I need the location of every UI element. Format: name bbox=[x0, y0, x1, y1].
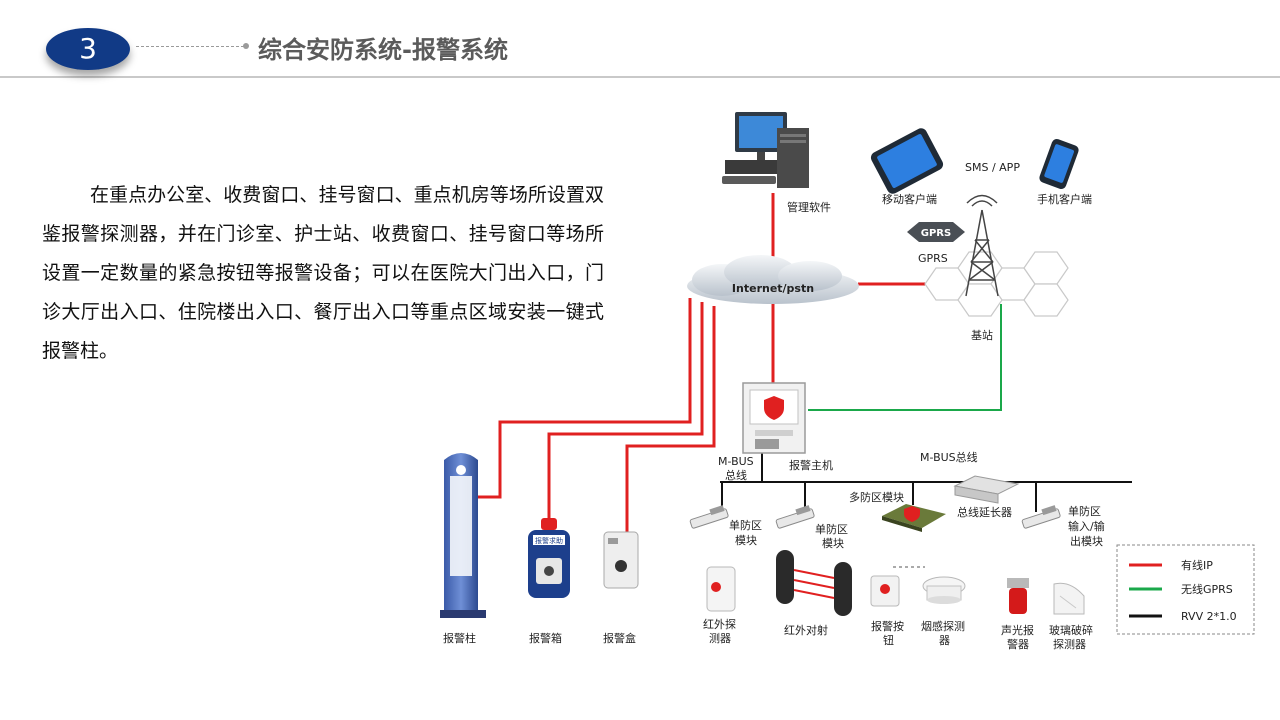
alarm-case-label: 报警盒 bbox=[603, 631, 636, 645]
alarm-host-icon bbox=[742, 382, 806, 454]
glass-break-label-1: 玻璃破碎 bbox=[1049, 623, 1093, 637]
management-software-label: 管理软件 bbox=[787, 200, 831, 214]
phone-client-label: 手机客户端 bbox=[1037, 192, 1092, 206]
legend-label-wired-ip: 有线IP bbox=[1181, 558, 1213, 572]
ir-detector-icon bbox=[706, 566, 736, 612]
io-module-label-3: 出模块 bbox=[1070, 534, 1103, 548]
gprs-label: GPRS bbox=[918, 252, 948, 265]
title-connector-dot bbox=[243, 43, 249, 49]
legend: 有线IP 无线GPRS RVV 2*1.0 bbox=[1116, 544, 1255, 635]
mbus-bus-label: M-BUS总线 bbox=[920, 450, 978, 464]
smoke-detector-label-1: 烟感探测 bbox=[921, 619, 965, 633]
alarm-box-label: 报警箱 bbox=[529, 631, 562, 645]
legend-label-gprs: 无线GPRS bbox=[1181, 582, 1233, 596]
single-zone-module-2-icon bbox=[775, 505, 815, 529]
bus-extender-label: 总线延长器 bbox=[957, 505, 1012, 519]
alarm-case-icon bbox=[603, 531, 639, 589]
multi-zone-module-icon bbox=[882, 504, 946, 532]
single-zone-module-1-label-2: 模块 bbox=[735, 534, 757, 547]
mbus-trunk-label-1: M-BUS bbox=[718, 455, 754, 468]
smoke-detector-icon bbox=[922, 576, 966, 604]
bus-extender-icon bbox=[953, 475, 1020, 504]
post-ip-line bbox=[474, 298, 692, 499]
svg-text:GPRS: GPRS bbox=[921, 228, 951, 239]
title-connector bbox=[136, 46, 244, 47]
alarm-host-label: 报警主机 bbox=[789, 458, 833, 472]
legend-label-rvv: RVV 2*1.0 bbox=[1181, 610, 1237, 623]
mbus-trunk-label-2: 总线 bbox=[725, 468, 747, 482]
svg-text:报警求助: 报警求助 bbox=[535, 536, 563, 545]
computer-icon bbox=[722, 112, 809, 188]
alarm-post-icon bbox=[440, 453, 486, 618]
io-module-label-1: 单防区 bbox=[1068, 504, 1101, 518]
glass-break-detector-icon bbox=[1053, 582, 1085, 615]
sound-light-label-1: 声光报 bbox=[1001, 623, 1034, 637]
alarmcase-ip-line bbox=[625, 306, 716, 534]
io-module-icon bbox=[1021, 505, 1061, 529]
tablet-icon bbox=[870, 128, 944, 194]
glass-break-label-2: 探测器 bbox=[1053, 638, 1086, 651]
alarmbox-ip-line bbox=[547, 302, 704, 528]
ir-beam-label: 红外对射 bbox=[784, 623, 828, 637]
phone-icon bbox=[1039, 139, 1079, 189]
wired-ip-lines bbox=[474, 193, 925, 534]
multi-zone-module-label: 多防区模块 bbox=[849, 490, 904, 504]
single-zone-module-1-icon bbox=[689, 505, 729, 529]
single-zone-module-2-label-2: 模块 bbox=[822, 537, 844, 550]
single-zone-module-2-label-1: 单防区 bbox=[815, 522, 848, 536]
alarm-box-icon: 报警求助 bbox=[528, 518, 570, 598]
base-station-label: 基站 bbox=[971, 328, 993, 342]
alarm-button-icon bbox=[870, 575, 900, 607]
sound-light-label-2: 警器 bbox=[1007, 637, 1029, 651]
alarm-post-label: 报警柱 bbox=[443, 631, 476, 645]
tower-icon bbox=[965, 194, 999, 297]
gprs-tag: GPRS bbox=[907, 222, 965, 242]
section-number-badge: 3 bbox=[46, 28, 130, 70]
description-paragraph: 在重点办公室、收费窗口、挂号窗口、重点机房等场所设置双鉴报警探测器，并在门诊室、… bbox=[42, 184, 604, 362]
base-station-hex-grid bbox=[924, 251, 1069, 317]
internet-cloud-icon bbox=[687, 255, 859, 304]
slide-title: 综合安防系统-报警系统 bbox=[258, 36, 508, 64]
io-module-label-2: 输入/输 bbox=[1068, 519, 1105, 533]
ir-detector-label-2: 测器 bbox=[709, 632, 731, 645]
ir-detector-label-1: 红外探 bbox=[703, 618, 736, 631]
gprs-line bbox=[808, 304, 1002, 411]
smoke-detector-label-2: 器 bbox=[939, 634, 950, 647]
alarm-button-label-1: 报警按 bbox=[871, 619, 904, 633]
internet-label: Internet/pstn bbox=[732, 282, 814, 295]
mobile-client-label: 移动客户端 bbox=[882, 192, 937, 206]
sound-light-alarm-icon bbox=[1007, 578, 1029, 614]
sms-app-label: SMS / APP bbox=[965, 161, 1020, 174]
single-zone-module-1-label-1: 单防区 bbox=[729, 518, 762, 532]
header-divider bbox=[0, 76, 1280, 78]
alarm-button-label-2: 钮 bbox=[883, 633, 894, 647]
ir-beam-icon bbox=[776, 550, 852, 616]
